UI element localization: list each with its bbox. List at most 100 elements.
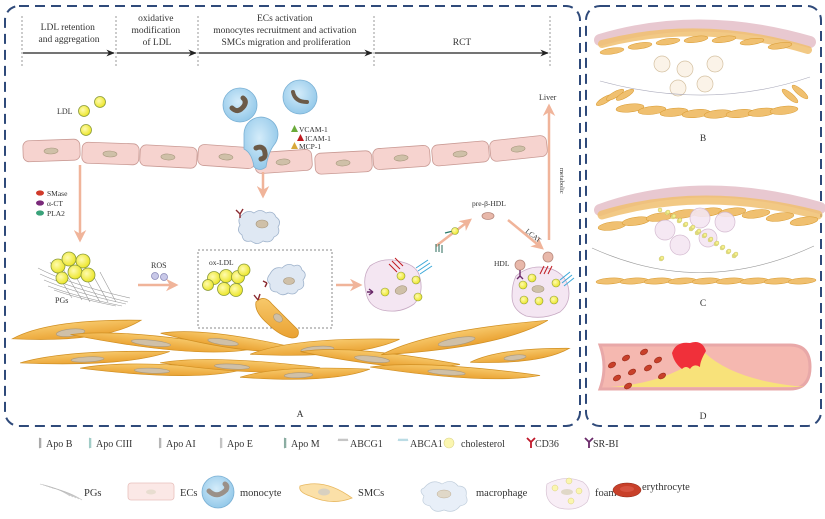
- stage-4-label: RCT: [453, 38, 472, 48]
- endothelial-cell: [81, 141, 140, 166]
- cholesterol-crystal: [657, 207, 663, 213]
- oxldl-label: ox-LDL: [209, 258, 234, 267]
- legend-item: monocyte: [201, 475, 282, 509]
- apo-ai-icon: [158, 437, 162, 449]
- smc-fiber: [715, 277, 745, 285]
- timeline: LDL retention and aggregation oxidative …: [21, 14, 551, 66]
- cholesterol-crystal: [702, 232, 708, 238]
- smc-fiber: [769, 105, 799, 115]
- legend-label: Apo M: [291, 439, 320, 450]
- endothelial-cell: [139, 144, 198, 169]
- panel-b-illustration: B: [594, 19, 816, 144]
- foam-cell-hdl: HDL: [494, 251, 575, 318]
- monocyte-icon: [201, 475, 235, 509]
- legend-item: macrophage: [420, 481, 528, 512]
- monocyte: [282, 79, 318, 115]
- prehdl-label: pre-β-HDL: [472, 199, 506, 208]
- smc-fiber: [595, 277, 625, 285]
- stage-1-label: LDL retention and aggregation: [39, 23, 100, 45]
- enzymes: SMase α-CT PLA2: [36, 189, 68, 218]
- panel-c-illustration: C: [591, 185, 825, 309]
- legend-label: SMCs: [358, 488, 384, 499]
- stage-3-label: ECs activation monocytes recruitment and…: [213, 14, 359, 48]
- ldl-particle: [80, 124, 92, 136]
- cholesterol-crystal: [726, 248, 732, 254]
- ldl-particle: [78, 105, 90, 117]
- icam-triangle-icon: [297, 134, 304, 141]
- smc-fiber: [789, 216, 819, 226]
- act-icon: [36, 200, 44, 206]
- legend-item: ECs: [127, 482, 198, 501]
- smooth-muscle-cell: [20, 350, 170, 365]
- smc-fiber: [767, 42, 793, 50]
- ecs-icon: [127, 482, 175, 501]
- endothelial-cell: [314, 150, 373, 175]
- arrow-lcat: [507, 219, 544, 250]
- smc-fiber: [619, 277, 649, 285]
- pla2-icon: [36, 210, 44, 216]
- legend-label: ECs: [180, 488, 198, 499]
- legend-item: Apo AI: [158, 437, 196, 450]
- legend-item: erythrocyte: [612, 482, 690, 498]
- smc-fiber: [637, 105, 667, 115]
- ldl-label: LDL: [57, 107, 73, 116]
- act-label: α-CT: [47, 199, 63, 208]
- smase-label: SMase: [47, 189, 68, 198]
- legend-label: erythrocyte: [642, 482, 690, 493]
- pgs-aggregate: PGs: [37, 251, 131, 307]
- cholesterol-crystal: [690, 224, 696, 230]
- mcp-label: MCP-1: [299, 142, 321, 151]
- smooth-muscle-cell: [470, 347, 571, 363]
- erythrocyte: [628, 368, 636, 376]
- endothelial-cell: [489, 135, 548, 162]
- apo-b-icon: [38, 437, 42, 449]
- legend-label: Apo E: [227, 439, 253, 450]
- endothelial-cell: [431, 140, 490, 167]
- legend-item: CD36: [526, 437, 559, 450]
- cholesterol-crystal: [677, 217, 683, 223]
- apo-ciii-icon: [88, 437, 92, 449]
- cholesterol-crystal: [671, 213, 677, 219]
- endothelium: [22, 135, 548, 175]
- cholesterol-crystal: [659, 255, 665, 261]
- smc-fiber: [597, 221, 627, 231]
- erythrocyte: [658, 372, 666, 380]
- smc-fiber: [765, 212, 795, 222]
- smcs-icon: [299, 483, 353, 502]
- legend-label: Apo CIII: [96, 439, 132, 450]
- monocyte: [222, 87, 258, 123]
- cholesterol-crystal: [720, 244, 726, 250]
- legend-label: CD36: [535, 439, 559, 450]
- legend-item: SMCs: [299, 483, 384, 502]
- smooth-muscle-cell: [370, 364, 541, 380]
- endothelial-cell: [22, 138, 81, 163]
- smc-layer: [11, 319, 571, 380]
- metabolic-label: metabolic: [558, 168, 565, 194]
- ros: ROS: [151, 261, 168, 281]
- abca1-icon: [397, 438, 409, 442]
- legend-label: ABCG1: [350, 439, 383, 450]
- smc-fiber: [791, 84, 809, 100]
- sr-bi-icon: [584, 437, 594, 448]
- smc-fiber: [787, 277, 817, 285]
- smc-fiber: [621, 216, 651, 226]
- panel-c-label: C: [700, 299, 706, 309]
- legend-item: PGs: [39, 483, 102, 501]
- erythrocyte-icon: [612, 482, 642, 498]
- panel-a-label: A: [297, 410, 304, 420]
- pre-beta-hdl: pre-β-HDL: [472, 199, 506, 220]
- vcam-triangle-icon: [291, 125, 298, 132]
- smase-icon: [36, 190, 44, 196]
- erythrocyte: [622, 354, 630, 362]
- legend-label: macrophage: [476, 488, 528, 499]
- cholesterol-crystal: [696, 228, 702, 234]
- thrombus: [672, 342, 706, 369]
- smc-fiber: [781, 88, 799, 104]
- smc-fiber: [711, 35, 737, 43]
- foam-cell: [364, 227, 459, 312]
- smooth-muscle-cell: [381, 319, 549, 356]
- smc-fiber: [627, 42, 653, 50]
- erythrocyte: [654, 356, 662, 364]
